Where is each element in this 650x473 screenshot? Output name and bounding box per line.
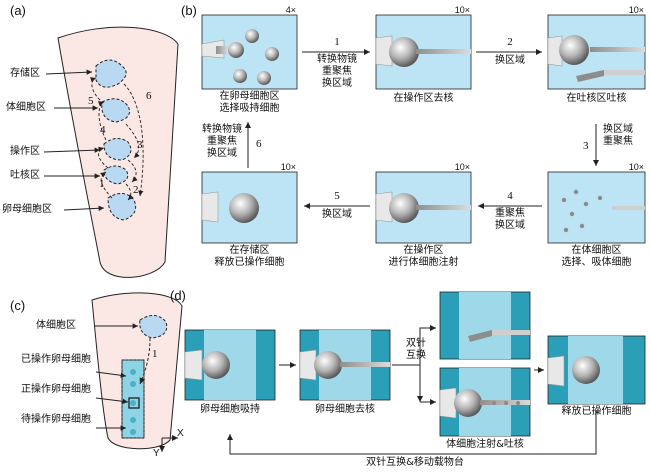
c-path-num: 1 <box>152 348 158 360</box>
d-swap-line2: 互换 <box>406 350 426 361</box>
c-axis-x: X <box>177 428 184 439</box>
step1-label-line1: 转换物镜 <box>317 54 357 65</box>
d-swap-line1: 双针 <box>406 338 426 349</box>
frame3-contents <box>547 35 645 82</box>
c-label-done: 已操作卵母细胞 <box>21 354 91 365</box>
frame1-contents <box>201 29 279 85</box>
c-label-waiting: 待操作卵母细胞 <box>21 414 91 425</box>
path-num: 3 <box>137 139 143 151</box>
zone-somatic-c <box>139 315 168 339</box>
frame2-contents <box>375 35 471 67</box>
step2-label: 换区域 <box>495 55 525 66</box>
zone-label-storage: 存储区 <box>10 68 40 79</box>
step4-label-line2: 换区域 <box>495 220 525 231</box>
d-caption-4: 释放已操作细胞 <box>561 406 632 417</box>
frame2-mag: 10× <box>454 5 470 15</box>
step6-label-line3: 换区域 <box>207 148 237 159</box>
d-caption-1: 卵母细胞吸持 <box>200 404 260 415</box>
panel-label-d: (d) <box>170 288 186 303</box>
frame1-mag: 4× <box>285 5 296 15</box>
zone-label-somatic: 体细胞区 <box>6 102 46 113</box>
c-label-current: 正操作卵母细胞 <box>21 384 91 395</box>
c-axis-y: Y <box>153 448 160 459</box>
step1-num: 1 <box>334 36 340 48</box>
frame2-caption: 在操作区去核 <box>393 93 454 104</box>
frame6-caption-line2: 释放已操作细胞 <box>214 257 285 268</box>
step4-label-line1: 重聚焦 <box>495 208 525 219</box>
frame1-caption-line2: 选择吸持细胞 <box>219 103 280 114</box>
zone-label-operation: 操作区 <box>10 146 40 157</box>
zone-somatic <box>101 98 130 123</box>
panel-c-dish <box>91 292 183 452</box>
path-num: 6 <box>146 90 152 102</box>
step3-label-line2: 重聚焦 <box>603 136 633 147</box>
panel-label-b: (b) <box>181 3 197 18</box>
frame4-mag: 10× <box>628 162 644 172</box>
zone-operation <box>103 138 132 161</box>
step2-num: 2 <box>507 36 513 48</box>
frame5-contents <box>375 191 471 223</box>
zone-spit <box>103 165 129 185</box>
step3-num: 3 <box>583 140 589 152</box>
path-num: 4 <box>100 124 106 136</box>
path-num: 2 <box>133 184 139 196</box>
d-bottom-label: 双针互换&移动载物台 <box>366 457 464 468</box>
step6-label-line2: 重聚焦 <box>207 136 237 147</box>
d-caption-3: 体细胞注射&吐核 <box>446 439 524 450</box>
path-num: 5 <box>88 95 94 107</box>
frame6-contents <box>201 191 259 223</box>
step1-label-line3: 换区域 <box>322 78 352 89</box>
frame6-caption-line1: 在存储区 <box>229 245 270 256</box>
step5-label: 换区域 <box>322 209 352 220</box>
zone-label-oocyte: 卵母细胞区 <box>2 204 52 215</box>
frame3-mag: 10× <box>628 5 644 15</box>
panel-d-contents <box>184 330 600 419</box>
c-label-somatic: 体细胞区 <box>36 320 76 331</box>
frame4-contents <box>561 189 645 233</box>
step1-label-line2: 重聚焦 <box>322 66 352 77</box>
frame5-mag: 10× <box>454 162 470 172</box>
panel-a-dish <box>43 26 179 278</box>
d-caption-2: 卵母细胞去核 <box>315 404 375 415</box>
step6-num: 6 <box>256 138 262 150</box>
zone-label-spit: 吐核区 <box>10 170 40 181</box>
frame4-caption-line1: 在体细胞区 <box>571 245 622 256</box>
frame5-caption-line2: 进行体细胞注射 <box>388 257 459 268</box>
step3-label-line1: 换区域 <box>603 124 633 135</box>
zone-storage <box>95 59 127 88</box>
frame1-caption-line1: 在卵母细胞区 <box>219 91 280 102</box>
panel-label-c: (c) <box>10 298 26 313</box>
step6-label-line1: 转换物镜 <box>202 124 242 135</box>
path-num: 1 <box>99 178 105 190</box>
frame5-caption-line1: 在操作区 <box>403 245 444 256</box>
panel-label-a: (a) <box>10 3 26 18</box>
step4-num: 4 <box>507 190 513 202</box>
step5-num: 5 <box>334 190 340 202</box>
frame3-caption: 在吐核区吐核 <box>566 93 627 104</box>
frame4-caption-line2: 选择、吸体细胞 <box>561 257 632 268</box>
zone-oocyte <box>107 193 137 221</box>
frame6-mag: 10× <box>280 162 296 172</box>
